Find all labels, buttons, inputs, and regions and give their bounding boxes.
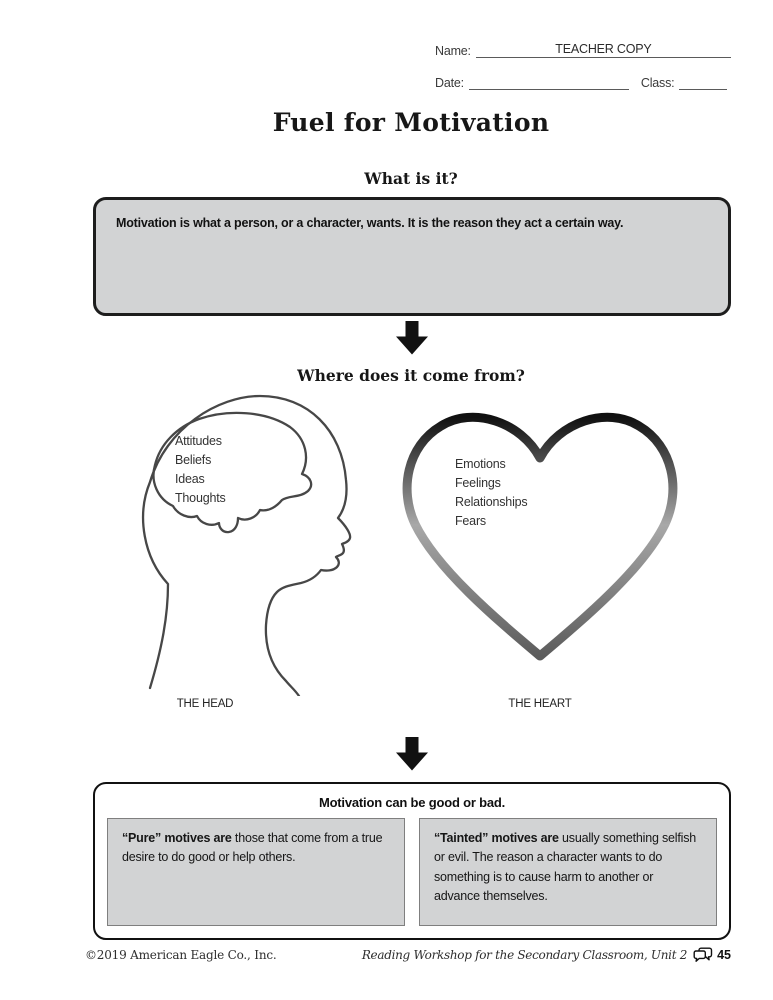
arrow-down-icon <box>396 737 428 771</box>
pure-motives-text: those that come from a true desire to do… <box>122 831 383 865</box>
pure-motives-lead: “Pure” motives are <box>122 831 232 845</box>
head-label: Thoughts <box>175 491 226 505</box>
diagrams-section: Attitudes Beliefs Ideas Thoughts Emotion… <box>90 388 732 723</box>
heart-label: Relationships <box>455 495 528 509</box>
pure-motives-box: “Pure” motives are those that come from … <box>107 818 405 926</box>
arrow-down-icon <box>396 321 428 355</box>
name-value: TEACHER COPY <box>555 42 652 56</box>
heart-label: Emotions <box>455 457 506 471</box>
head-label: Ideas <box>175 472 205 486</box>
head-labels: Attitudes Beliefs Ideas Thoughts <box>175 432 226 508</box>
heart-label: Fears <box>455 514 486 528</box>
name-row: Name: TEACHER COPY <box>435 42 731 58</box>
where-heading: Where does it come from? <box>297 366 525 385</box>
heart-caption: THE HEART <box>508 698 572 710</box>
tainted-motives-box: “Tainted” motives are usually something … <box>419 818 717 926</box>
heart-labels: Emotions Feelings Relationships Fears <box>455 455 528 531</box>
definition-box: Motivation is what a person, or a charac… <box>93 197 731 316</box>
heart-label: Feelings <box>455 476 501 490</box>
class-field <box>679 74 728 90</box>
head-label: Attitudes <box>175 434 222 448</box>
tainted-motives-text: usually something selfish or evil. The r… <box>434 831 697 904</box>
copyright-text: ©2019 American Eagle Co., Inc. <box>85 948 277 962</box>
class-label: Class: <box>640 76 675 90</box>
date-label: Date: <box>435 76 464 90</box>
book-title: Reading Workshop for the Secondary Class… <box>361 948 688 962</box>
page-footer: ©2019 American Eagle Co., Inc. Reading W… <box>85 947 731 963</box>
motive-row: “Pure” motives are those that come from … <box>95 810 729 926</box>
date-field <box>468 74 629 90</box>
head-caption: THE HEAD <box>176 698 234 710</box>
tainted-motives-lead: “Tainted” motives are <box>434 831 559 845</box>
chat-bubbles-icon <box>693 947 713 962</box>
heart-diagram-icon <box>402 412 678 661</box>
name-label: Name: <box>435 44 471 58</box>
good-bad-box: Motivation can be good or bad. “Pure” mo… <box>93 782 731 940</box>
name-field: TEACHER COPY <box>475 42 731 58</box>
definition-text: Motivation is what a person, or a charac… <box>116 216 624 230</box>
good-bad-heading: Motivation can be good or bad. <box>318 795 506 810</box>
page-number: 45 <box>717 948 731 962</box>
header-fields: Name: TEACHER COPY Date: Class: <box>435 42 731 106</box>
page-title: Fuel for Motivation <box>272 108 550 137</box>
date-class-row: Date: Class: <box>435 74 731 90</box>
head-diagram-icon <box>142 394 352 696</box>
footer-right: Reading Workshop for the Secondary Class… <box>362 947 731 963</box>
head-label: Beliefs <box>175 453 212 467</box>
what-heading: What is it? <box>364 169 458 188</box>
